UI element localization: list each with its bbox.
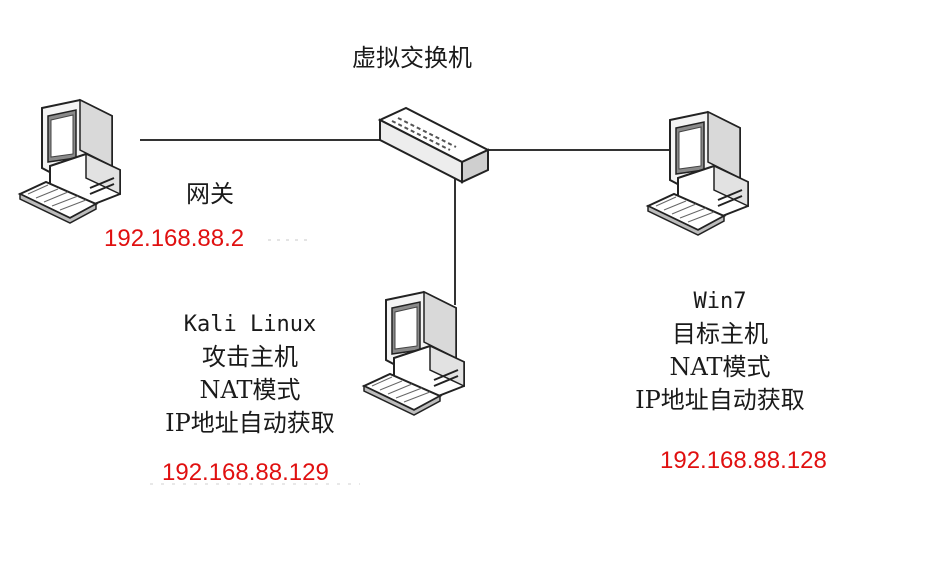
kali-mode: NAT模式 (199, 376, 301, 404)
gateway-computer-icon (19, 99, 121, 224)
kali-ip: 192.168.88.129 (162, 459, 329, 486)
win7-ip-method: IP地址自动获取 (635, 386, 805, 414)
win7-mode: NAT模式 (669, 353, 771, 381)
win7-role: 目标主机 (672, 320, 768, 348)
win7-info: Win7 目标主机 NAT模式 IP地址自动获取 (610, 285, 830, 417)
gateway-label: 网关 (186, 180, 234, 208)
win7-computer-icon (647, 111, 749, 236)
kali-role: 攻击主机 (202, 343, 298, 371)
kali-info: Kali Linux 攻击主机 NAT模式 IP地址自动获取 (140, 308, 360, 440)
network-switch-icon (377, 106, 491, 184)
kali-name: Kali Linux (183, 312, 317, 337)
gateway-ip: 192.168.88.2 (104, 225, 245, 252)
win7-ip: 192.168.88.128 (660, 447, 827, 474)
switch-title: 虚拟交换机 (352, 44, 472, 72)
kali-computer-icon (363, 291, 465, 416)
kali-ip-method: IP地址自动获取 (165, 409, 335, 437)
win7-name: Win7 (693, 289, 747, 314)
